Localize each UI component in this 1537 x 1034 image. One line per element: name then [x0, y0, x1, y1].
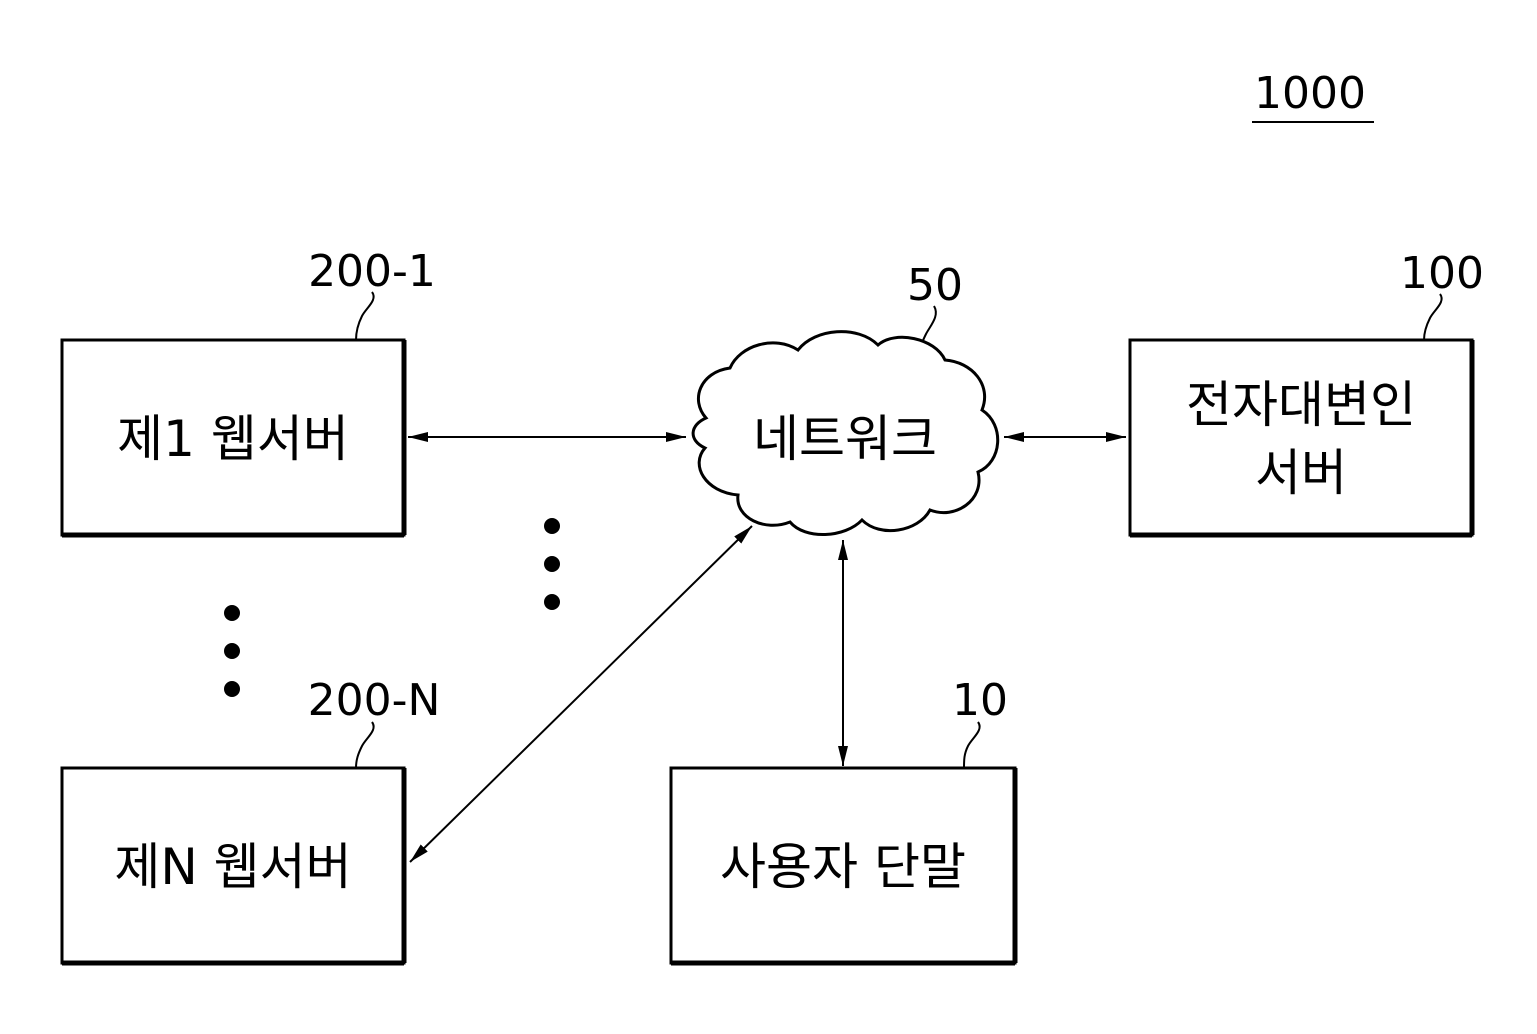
arrow-web-server-n-network: [409, 525, 753, 863]
ellipsis-dot: [544, 556, 560, 572]
attorney-server-leader: [1423, 293, 1443, 341]
ellipsis-dot: [544, 518, 560, 534]
user-terminal-label: 사용자 단말: [720, 838, 966, 896]
network-label: 네트워크: [753, 410, 937, 468]
web-server-1-node: 200-1 제1 웹서버: [60, 246, 436, 538]
web-server-1-label: 제1 웹서버: [117, 410, 349, 468]
attorney-server-label-line1: 전자대변인: [1186, 376, 1416, 434]
web-server-ellipsis: [224, 605, 240, 697]
network-ref: 50: [907, 260, 963, 311]
user-terminal-ref: 10: [952, 675, 1008, 726]
web-server-n-ref: 200-N: [308, 675, 441, 726]
user-terminal-leader: [963, 721, 981, 769]
ellipsis-dot: [224, 605, 240, 621]
ellipsis-dot: [544, 594, 560, 610]
web-server-n-label: 제N 웹서버: [114, 838, 351, 896]
network-cloud: [691, 330, 1000, 536]
web-server-n-node: 200-N 제N 웹서버: [60, 675, 441, 966]
web-server-n-box: [60, 766, 406, 965]
attorney-server-label-line2: 서버: [1255, 444, 1347, 502]
figure-ref-number: 1000: [1254, 68, 1366, 119]
ellipsis-dot: [224, 643, 240, 659]
attorney-server-node: 100 전자대변인 서버: [1128, 248, 1484, 538]
figure-reference: 1000: [1252, 68, 1374, 123]
user-terminal-node: 10 사용자 단말: [669, 675, 1018, 966]
connection-ellipsis: [544, 518, 560, 610]
ellipsis-dot: [224, 681, 240, 697]
web-server-1-leader: [355, 291, 375, 341]
web-server-1-ref: 200-1: [308, 246, 436, 297]
network-node: 50 네트워크: [691, 260, 1000, 536]
attorney-server-ref: 100: [1400, 248, 1484, 299]
web-server-n-leader: [355, 721, 375, 769]
attorney-server-box: [1128, 338, 1474, 537]
connections: [408, 432, 1126, 863]
